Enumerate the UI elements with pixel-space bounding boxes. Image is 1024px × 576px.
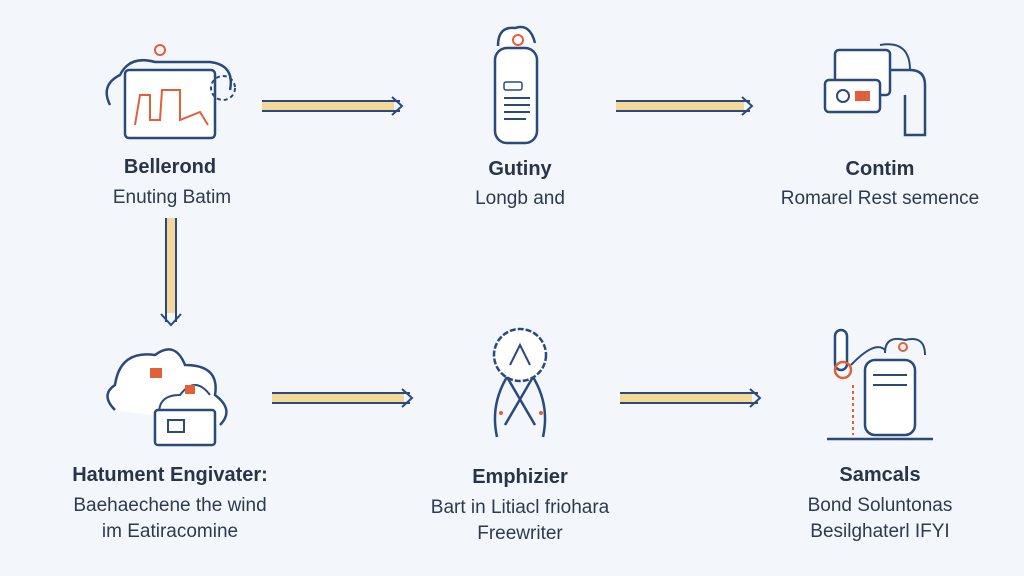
node-subtitle-emphizier-2: Freewriter — [477, 523, 563, 544]
node-title-bellerond: Bellerond — [123, 156, 217, 178]
node-subtitle-gutiny: Longb and — [475, 188, 565, 209]
node-subtitle-samcals-1: Bond Soluntonas — [807, 495, 953, 516]
node-title-contim: Contim — [845, 158, 915, 180]
arrow-gutiny-to-contim — [616, 96, 754, 116]
arrow-bellerond-to-hatument — [160, 218, 182, 327]
node-subtitle-emphizier-1: Bart in Litiacl friohara — [430, 497, 610, 518]
arrow-bellerond-to-gutiny — [262, 96, 404, 116]
node-title-emphizier: Emphizier — [472, 466, 568, 488]
arrow-hatument-to-emphizier — [272, 388, 414, 408]
node-title-samcals: Samcals — [839, 464, 921, 486]
document-icon — [493, 25, 539, 145]
monitor-cloud-icon — [105, 44, 236, 140]
node-subtitle-hatument-2: im Eatiracomine — [101, 521, 239, 542]
node-subtitle-hatument-1: Baehaechene the wind — [73, 495, 267, 516]
node-subtitle-bellerond: Enuting Batim — [112, 187, 232, 208]
node-subtitle-samcals-2: Besilghaterl IFYI — [810, 521, 950, 542]
ribbon-icon — [492, 327, 548, 438]
node-title-gutiny: Gutiny — [488, 158, 552, 180]
cloud-laptop-icon — [106, 348, 228, 447]
node-subtitle-contim: Romarel Rest semence — [780, 188, 980, 209]
devices-icon — [823, 43, 927, 137]
arrow-emphizier-to-samcals — [620, 388, 762, 408]
node-title-hatument: Hatument Engivater: — [72, 464, 268, 486]
server-pipe-icon — [827, 328, 933, 441]
